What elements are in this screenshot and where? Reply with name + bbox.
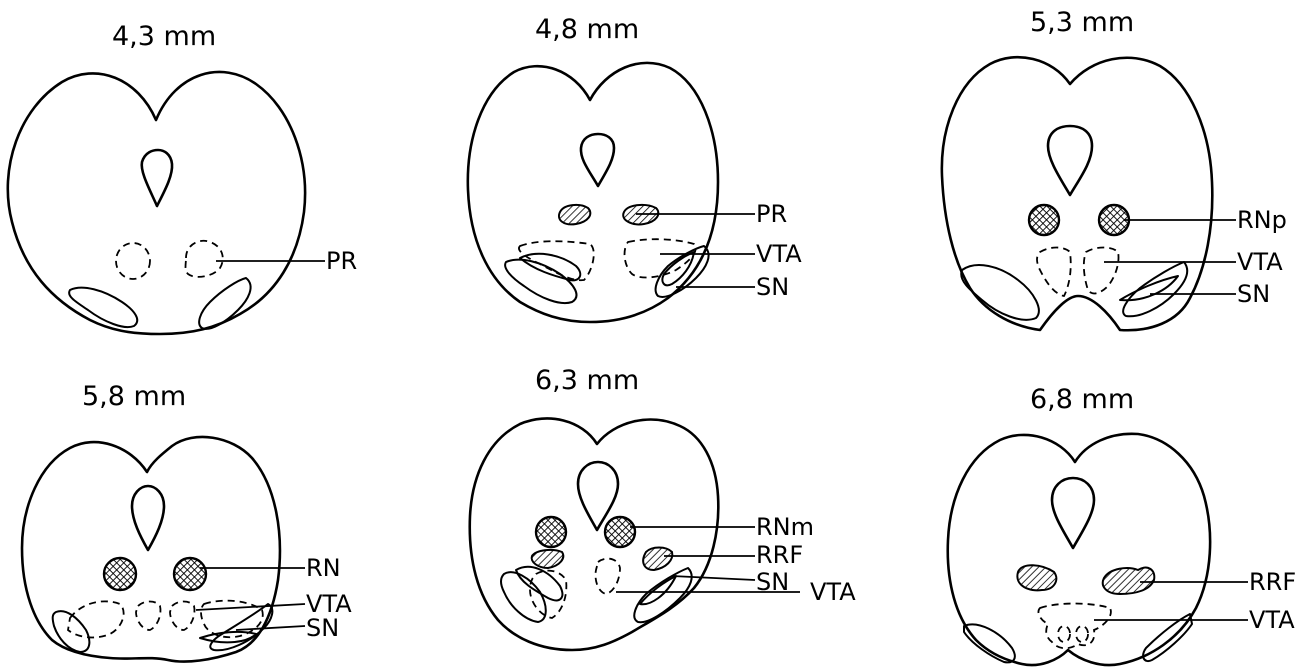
label-vta: VTA — [1249, 606, 1295, 634]
leader-line — [196, 604, 305, 610]
section-outline — [948, 434, 1210, 665]
label-rnp: RNp — [1237, 206, 1287, 234]
aqueduct — [581, 134, 614, 186]
rnm-left-region — [536, 517, 566, 547]
label-pr: PR — [326, 247, 357, 275]
sn-right-region — [1123, 262, 1187, 316]
aqueduct — [1048, 126, 1092, 195]
vta-left-region — [1037, 248, 1071, 297]
leader-line — [672, 576, 755, 580]
section-outline — [22, 437, 280, 662]
sn-left-region — [69, 288, 137, 327]
sn-left-region — [961, 265, 1039, 320]
sn-left-region — [505, 260, 576, 303]
rrf-left-region — [532, 550, 564, 568]
vta-sub-right — [1076, 626, 1088, 642]
rrf-right-region — [1103, 568, 1155, 594]
label-rnm: RNm — [756, 513, 814, 541]
vta-left-region — [530, 571, 566, 618]
section-title: 6,8 mm — [1030, 384, 1134, 415]
section-outline — [942, 57, 1212, 330]
pr-left-region — [116, 243, 150, 279]
label-sn: SN — [756, 273, 789, 301]
vta-right-region — [170, 602, 195, 631]
vta-sub-left — [1058, 626, 1070, 642]
section-panel-4-3: 4,3 mm PR — [8, 21, 357, 334]
label-rn: RN — [306, 554, 341, 582]
leader-line — [236, 626, 305, 630]
section-title: 5,8 mm — [82, 381, 186, 412]
section-panel-6-8: 6,8 mm RRF VTA — [948, 384, 1296, 665]
section-panel-5-3: 5,3 mm RNp VTA SN — [942, 7, 1287, 330]
vta-region — [1038, 604, 1110, 649]
rnp-left-region — [1029, 205, 1059, 235]
section-title: 4,3 mm — [112, 21, 216, 52]
label-rrf: RRF — [1249, 568, 1296, 596]
section-title: 6,3 mm — [535, 365, 639, 396]
pr-left-region — [559, 205, 590, 224]
aqueduct — [132, 486, 164, 550]
label-vta: VTA — [1237, 248, 1283, 276]
section-outline — [468, 63, 718, 322]
pr-right-region — [186, 241, 223, 277]
label-pr: PR — [756, 200, 787, 228]
rrf-left-region — [1017, 565, 1056, 590]
rn-left-region — [104, 558, 136, 590]
label-sn: SN — [756, 568, 789, 596]
section-panel-5-8: 5,8 mm RN VTA SN — [22, 381, 352, 662]
aqueduct — [1052, 478, 1094, 548]
sn-right-inner — [1120, 276, 1178, 300]
vta-left-region — [136, 602, 161, 631]
rnm-right-region — [605, 517, 635, 547]
section-panel-6-3: 6,3 mm RNm RRF SN VTA — [470, 365, 856, 650]
label-vta: VTA — [810, 578, 856, 606]
aqueduct — [142, 150, 172, 206]
label-sn: SN — [1237, 280, 1270, 308]
label-rrf: RRF — [756, 541, 803, 569]
section-title: 4,8 mm — [535, 14, 639, 45]
label-sn: SN — [306, 614, 339, 642]
section-outline — [470, 418, 719, 650]
label-vta: VTA — [756, 240, 802, 268]
sn-right-region — [199, 278, 250, 329]
section-panel-4-8: 4,8 mm PR VTA SN — [468, 14, 802, 322]
rn-right-region — [174, 558, 206, 590]
rrf-right-region — [643, 548, 672, 571]
section-title: 5,3 mm — [1030, 7, 1134, 38]
sn-left-region — [501, 572, 546, 622]
sn-right-inner — [640, 576, 676, 604]
sn-left-region — [964, 624, 1015, 662]
vta-right-region — [595, 559, 620, 594]
vta-right-region — [1084, 248, 1119, 294]
